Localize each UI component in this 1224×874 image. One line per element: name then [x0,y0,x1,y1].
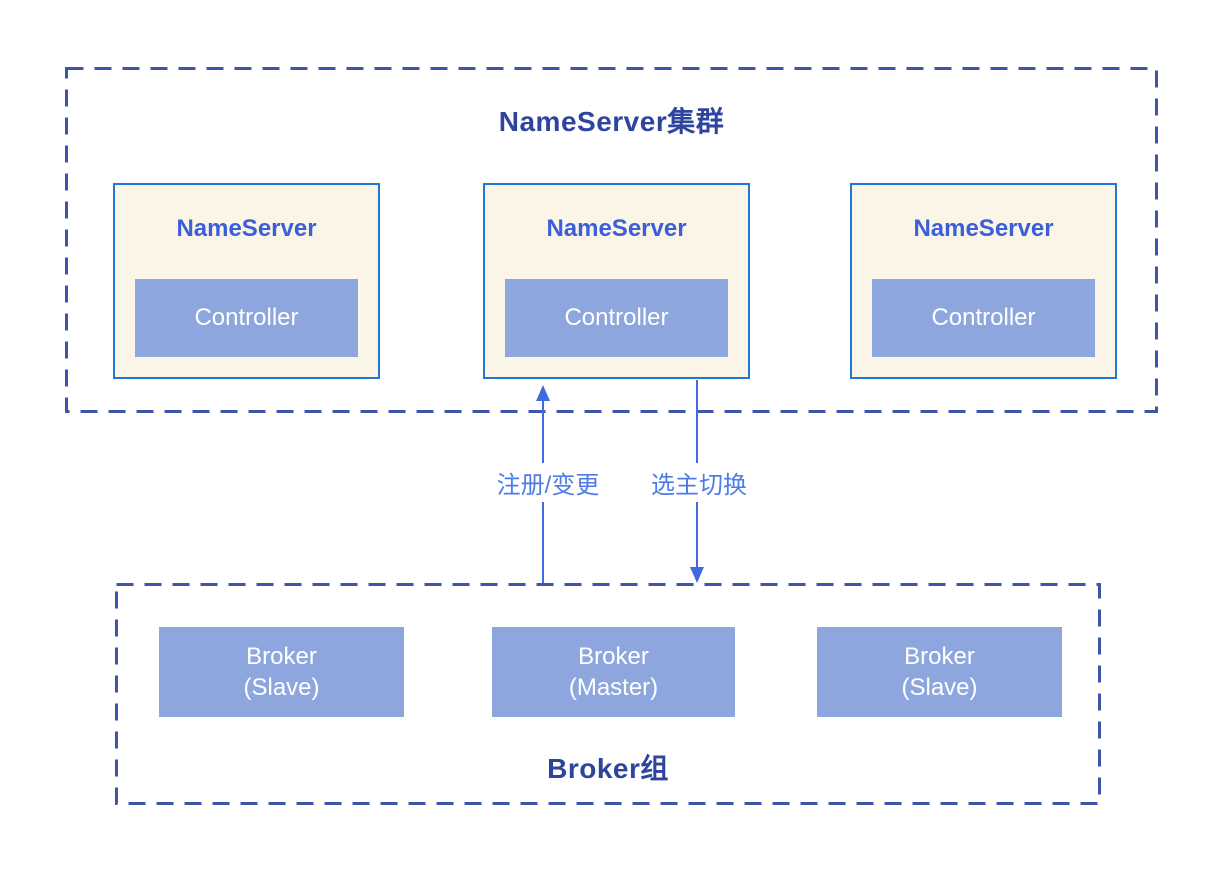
broker-group-title: Broker组 [547,753,669,784]
nameserver-node-2: NameServer Controller [483,183,750,379]
broker-node-master: Broker (Master) [492,627,735,717]
broker-label-line2: (Slave) [243,674,320,701]
register-arrow-label: 注册/变更 [490,463,606,502]
register-arrowhead-up-icon [536,385,550,401]
broker-label-line2: (Slave) [901,674,978,701]
nameserver-label: NameServer [913,215,1054,242]
controller-node: Controller [135,279,358,357]
nameserver-label: NameServer [546,215,687,242]
controller-node: Controller [872,279,1095,357]
nameserver-node-3: NameServer Controller [850,183,1117,379]
nameserver-node-1: NameServer Controller [113,183,380,379]
leader-switch-arrow-label: 选主切换 [645,463,753,502]
nameserver-cluster-title: NameServer集群 [498,106,725,137]
controller-node: Controller [505,279,728,357]
broker-node-slave-2: Broker (Slave) [817,627,1062,717]
broker-label-line1: Broker [578,643,649,670]
broker-label-line1: Broker [904,643,975,670]
leader-switch-arrowhead-down-icon [690,567,704,583]
broker-node-slave-1: Broker (Slave) [159,627,404,717]
broker-label-line2: (Master) [568,674,659,701]
nameserver-label: NameServer [176,215,317,242]
broker-label-line1: Broker [246,643,317,670]
